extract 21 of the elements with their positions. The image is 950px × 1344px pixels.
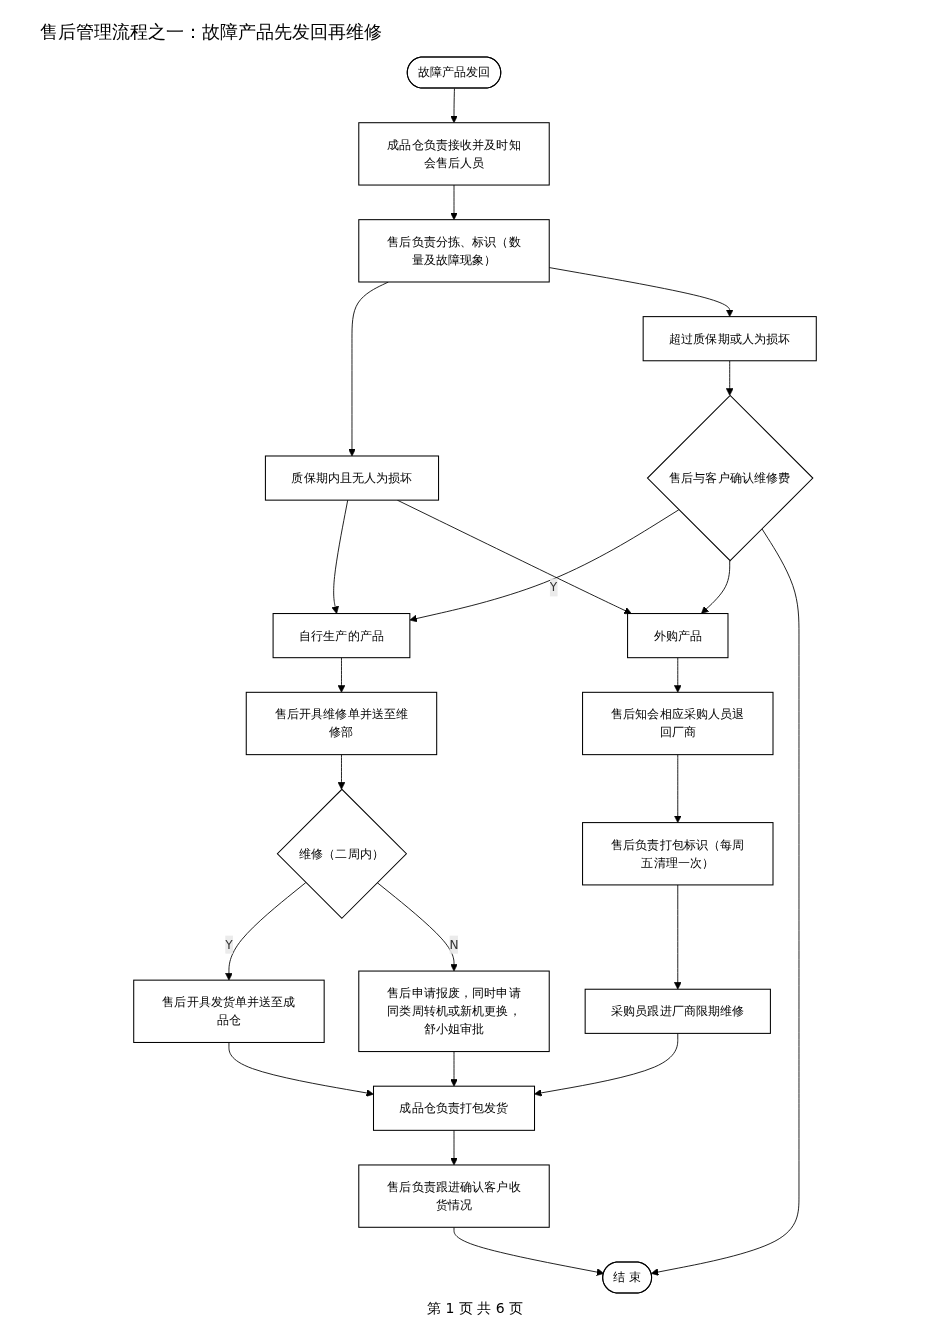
node-box: 采购员跟进厂商限期维修 <box>584 988 771 1034</box>
node-box: 售后开具维修单并送至维修部 <box>245 691 438 756</box>
node-box: 自行生产的产品 <box>272 613 411 659</box>
node-box: 质保期内且无人为损坏 <box>264 455 440 501</box>
edge-label: Y <box>549 580 558 594</box>
edge-label: N <box>449 937 459 952</box>
node-box: 外购产品 <box>627 613 729 659</box>
diagram-title: 售后管理流程之一：故障产品先发回再维修 <box>40 20 382 44</box>
edge-label: Y <box>225 937 233 952</box>
node-box: 售后开具发货单并送至成品仓 <box>133 979 325 1043</box>
node-box: 售后申请报废，同时申请同类周转机或新机更换，舒小姐审批 <box>358 970 550 1053</box>
node-box: 售后负责跟进确认客户收货情况 <box>358 1164 550 1228</box>
node-box: 成品仓负责打包发货 <box>373 1085 536 1131</box>
node-box: 超过质保期或人为损坏 <box>642 316 817 362</box>
node-box: 售后负责分拣、标识（数量及故障现象） <box>358 219 550 283</box>
node-diamond: 售后与客户确认维修费 <box>646 394 814 562</box>
node-box: 成品仓负责接收并及时知会售后人员 <box>358 122 550 186</box>
node-box: 售后负责打包标识（每周五清理一次） <box>582 822 774 886</box>
page-number: 第 1 页 共 6 页 <box>426 1300 524 1318</box>
node-diamond: 维修（二周内） <box>276 788 408 919</box>
node-box: 售后知会相应采购人员退回厂商 <box>582 691 774 756</box>
